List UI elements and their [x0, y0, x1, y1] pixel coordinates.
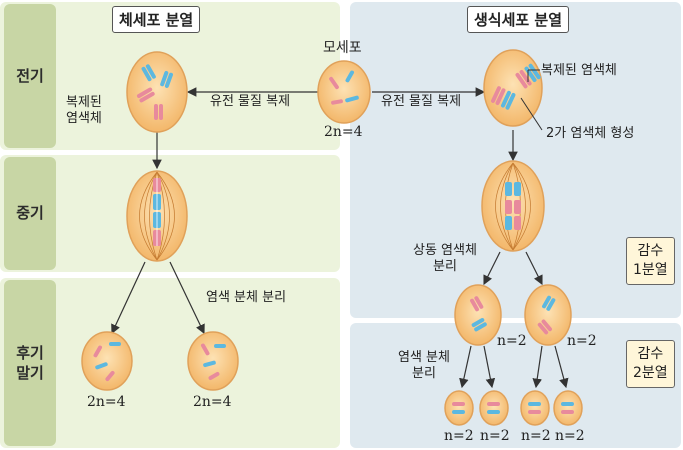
arrow-germ-m1-right — [526, 252, 542, 284]
mother-ploidy: 2n=4 — [324, 124, 363, 140]
meiosis2-box: 감수 2분열 — [626, 340, 675, 388]
germ-m1-right-ploidy: n=2 — [567, 333, 597, 349]
arrow-germ-m1-left — [484, 252, 500, 284]
germ-chromatid-sep-label: 염색 분체 분리 — [398, 350, 450, 383]
germ-m1-cell-right — [525, 285, 571, 345]
germ-metaphase-cell — [482, 161, 544, 251]
germ-replication-label: 유전 물질 복제 — [381, 94, 461, 110]
somatic-replicated-label: 복제된 염색체 — [66, 95, 102, 128]
arrow-m2-1 — [462, 346, 471, 387]
arrow-m2-2 — [484, 346, 492, 387]
germ-replicated-label: 복제된 염색체 — [541, 63, 617, 79]
germ-m2-ploidy-3: n=2 — [521, 428, 551, 444]
arrow-m2-4 — [555, 346, 566, 387]
germ-bivalent-label: 2가 염색체 형성 — [546, 126, 634, 142]
germ-m2-cell-3 — [521, 391, 549, 425]
germ-m2-ploidy-2: n=2 — [480, 428, 510, 444]
somatic-separation-label: 염색 분체 분리 — [206, 290, 286, 306]
somatic-daughter-right-ploidy: 2n=4 — [193, 394, 232, 410]
mother-cell — [318, 61, 370, 123]
germ-m2-ploidy-1: n=2 — [444, 428, 474, 444]
somatic-title: 체세포 분열 — [112, 6, 200, 33]
somatic-replication-label: 유전 물질 복제 — [210, 94, 290, 110]
mother-label: 모세포 — [323, 40, 362, 58]
somatic-daughter-left-ploidy: 2n=4 — [87, 394, 126, 410]
somatic-prophase-cell — [127, 52, 187, 132]
meiosis1-box: 감수 1분열 — [626, 237, 675, 285]
arrow-m2-3 — [536, 346, 542, 387]
germ-title: 생식세포 분열 — [467, 6, 569, 33]
germ-homolog-sep-label: 상동 염색체 분리 — [413, 243, 477, 276]
germ-m2-cell-1 — [445, 391, 473, 425]
germ-m1-left-ploidy: n=2 — [497, 333, 527, 349]
somatic-daughter-cell-left — [82, 332, 132, 390]
germ-m2-cell-2 — [480, 391, 508, 425]
germ-prophase-cell — [484, 50, 542, 126]
arrow-somatic-split-right — [170, 262, 204, 333]
germ-m1-cell-left — [455, 285, 501, 345]
germ-m2-cell-4 — [554, 391, 582, 425]
arrow-somatic-split-left — [112, 262, 145, 333]
germ-m2-ploidy-4: n=2 — [555, 428, 585, 444]
